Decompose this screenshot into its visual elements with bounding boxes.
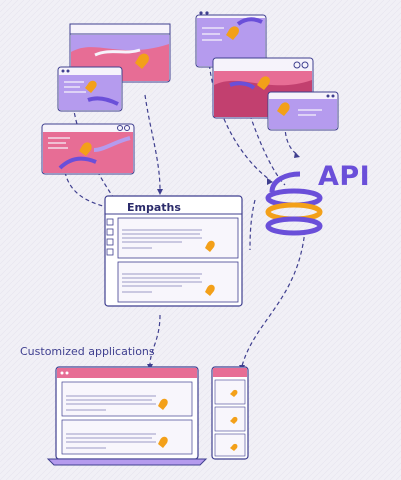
laptop-application	[46, 366, 208, 466]
source-window-2	[57, 66, 123, 112]
app-title: Empaths	[127, 201, 181, 214]
customized-applications-label: Customized applications	[20, 345, 155, 358]
source-window-5	[267, 91, 339, 131]
source-window-6	[41, 123, 135, 175]
empaths-app-window	[104, 195, 243, 307]
api-stack-icon	[265, 171, 323, 236]
app-card-list	[117, 217, 239, 303]
phone-application	[211, 366, 249, 460]
api-label: API	[318, 161, 371, 192]
